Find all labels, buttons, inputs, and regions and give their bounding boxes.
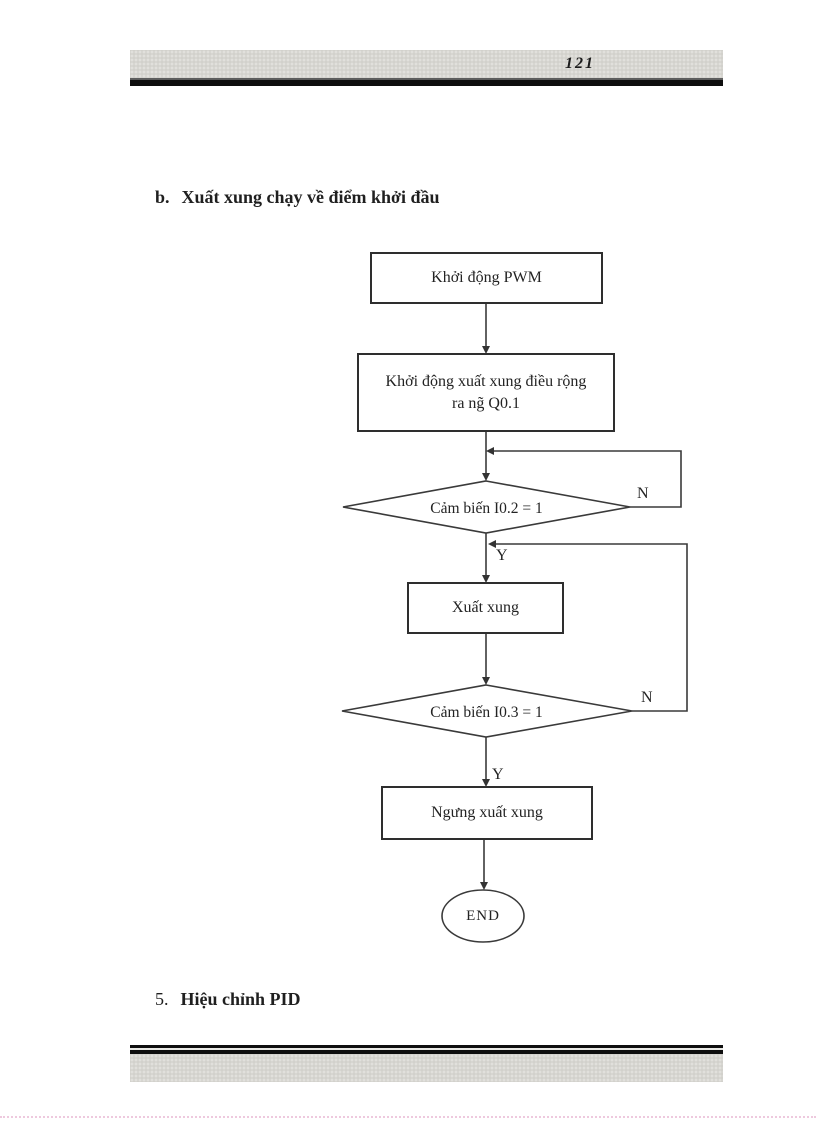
branch-label-yes1: Y	[496, 547, 508, 564]
label-init-pulse-line2: ra ng̃ Q0.1	[452, 394, 520, 412]
decision1-diamond	[342, 480, 631, 534]
decision2-diamond	[341, 684, 633, 738]
arrowhead-loop1	[486, 447, 494, 455]
branch-label-no1: N	[637, 485, 649, 502]
loop-decision2-no	[492, 543, 688, 712]
process-box-output-pulse	[407, 582, 564, 634]
branch-label-no2: N	[641, 689, 653, 706]
page-number: 121	[565, 55, 595, 72]
arrowhead-into-output	[482, 575, 490, 583]
heading-5-marker: 5.	[155, 989, 169, 1009]
bottom-dotted-line	[0, 1116, 816, 1118]
label-decision1: Cảm biến I0.2 = 1	[430, 500, 543, 517]
process-box-init-pulse	[357, 353, 615, 432]
footer-bar	[130, 1054, 723, 1082]
label-end: END	[466, 908, 500, 924]
process-box-start-pwm	[370, 252, 603, 304]
label-stop-pulse: Ngưng xuất xung	[431, 804, 543, 821]
arrowhead-loop2	[488, 540, 496, 548]
header-rule	[130, 78, 723, 86]
label-init-pulse: Khởi động xuất xung điều rộng ra ng̃ Q0.…	[358, 354, 614, 431]
label-start-pwm: Khởi động PWM	[431, 269, 542, 286]
label-init-pulse-line1: Khởi động xuất xung điều rộng	[385, 372, 587, 390]
arrowhead-into-end	[480, 882, 488, 890]
label-output-pulse: Xuất xung	[451, 599, 520, 616]
end-terminator	[441, 889, 525, 943]
heading-b: b. Xuất xung chạy về điểm khởi đầu	[155, 186, 440, 208]
loop-decision1-no	[490, 450, 682, 508]
heading-5-text: Hiệu chỉnh PID	[180, 989, 301, 1009]
footer-rule	[130, 1045, 723, 1054]
label-decision2: Cảm biến I0.3 = 1	[430, 704, 543, 721]
branch-label-yes2: Y	[492, 766, 504, 783]
arrowhead-into-decision2	[482, 677, 490, 685]
arrowhead-into-decision1	[482, 473, 490, 481]
heading-b-marker: b.	[155, 187, 170, 207]
heading-b-text: Xuất xung chạy về điểm khởi đầu	[181, 187, 440, 207]
process-box-stop-pulse	[381, 786, 593, 840]
arrowhead-into-stop	[482, 779, 490, 787]
arrowhead-into-init	[482, 346, 490, 354]
header-bar	[130, 50, 723, 78]
heading-5: 5. Hiệu chỉnh PID	[155, 988, 301, 1010]
